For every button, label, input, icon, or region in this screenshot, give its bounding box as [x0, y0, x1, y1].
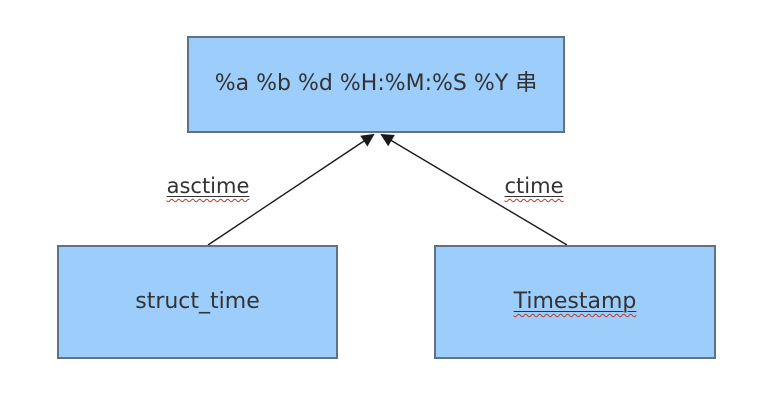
node-format-string-label: %a %b %d %H:%M:%S %Y 串: [214, 71, 538, 97]
edge-label-ctime: ctime: [505, 174, 564, 198]
node-timestamp: Timestamp: [434, 245, 716, 359]
node-struct-time: struct_time: [57, 245, 338, 359]
node-format-string: %a %b %d %H:%M:%S %Y 串: [187, 36, 565, 133]
edge-label-asctime: asctime: [167, 174, 250, 198]
spellcheck-squiggle: Timestamp: [514, 289, 637, 315]
edge-asctime-text: asctime: [166, 174, 250, 198]
node-struct-time-label: struct_time: [135, 288, 260, 314]
node-timestamp-label: Timestamp: [513, 288, 637, 314]
spellcheck-squiggle: ctime: [505, 174, 564, 198]
spellcheck-squiggle: asctime: [167, 174, 250, 198]
edge-ctime-text: ctime: [504, 174, 564, 198]
